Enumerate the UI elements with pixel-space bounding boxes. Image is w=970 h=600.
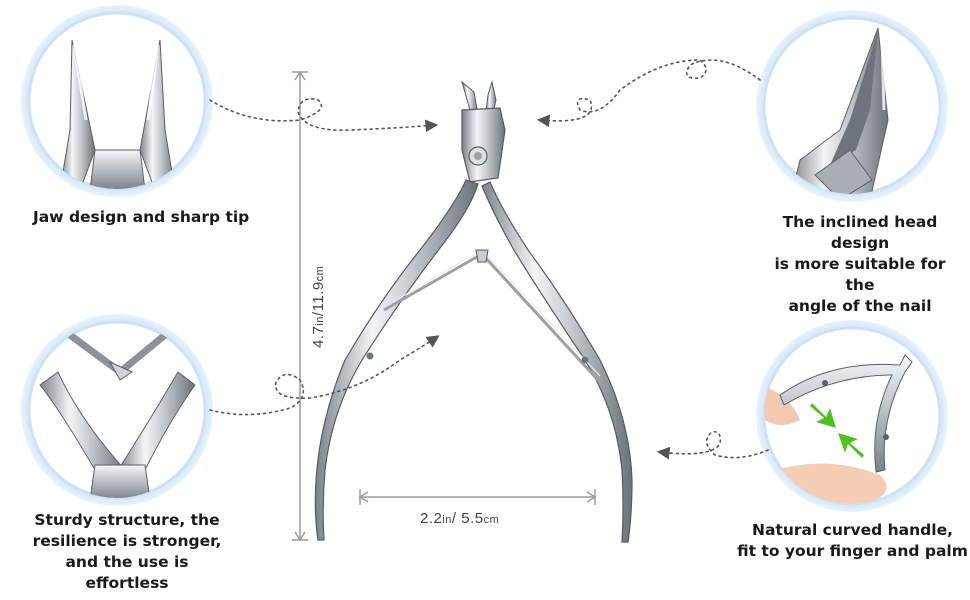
head-closeup-image xyxy=(789,27,889,194)
jaw-detail-circle xyxy=(21,5,213,197)
spring-closeup-image xyxy=(39,332,196,498)
jaw-caption: Jaw design and sharp tip xyxy=(33,208,250,226)
handle-connector-arrow xyxy=(656,430,769,460)
structure-connector-arrow xyxy=(209,335,440,416)
height-dimension-label: 4.7in/11.9cm xyxy=(310,265,327,348)
inclined-head-circle xyxy=(756,10,948,202)
width-dimension-line xyxy=(358,489,597,505)
handle-detail-circle xyxy=(756,320,948,512)
jaw-closeup-image xyxy=(59,39,176,189)
connector-arrows xyxy=(209,59,769,460)
structure-detail-circle xyxy=(21,314,213,506)
height-dimension-line xyxy=(292,70,308,542)
green-arrow-icon xyxy=(838,433,864,458)
green-arrow-icon xyxy=(810,403,836,428)
head-connector-arrow xyxy=(536,59,761,128)
jaw-connector-arrow xyxy=(209,98,439,133)
width-dimension-label: 2.2in/ 5.5cm xyxy=(420,510,500,527)
handle-caption: Natural curved handle, fit to your finge… xyxy=(737,521,968,560)
head-caption: The inclined head design is more suitabl… xyxy=(774,213,946,315)
structure-caption: Sturdy structure, the resilience is stro… xyxy=(32,511,222,592)
cuticle-nipper-image xyxy=(314,80,633,543)
